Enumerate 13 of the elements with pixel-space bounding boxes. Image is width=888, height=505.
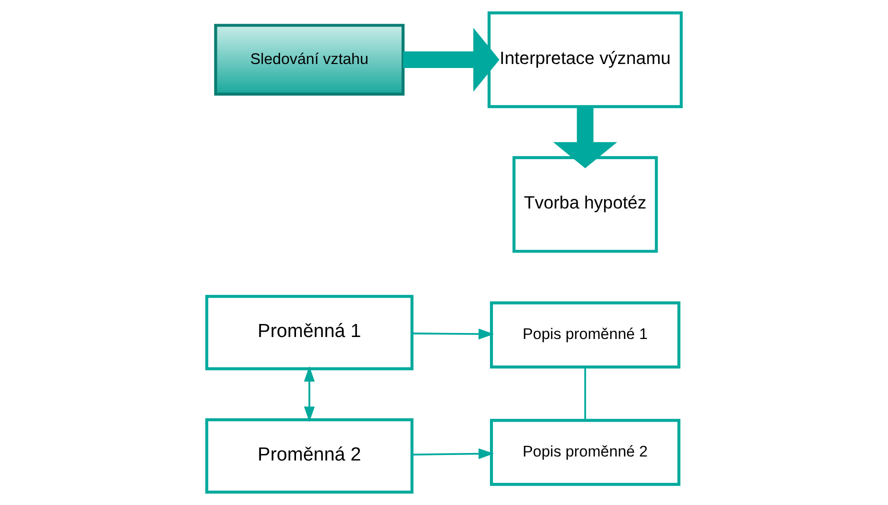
node-box: Proměnná 1	[205, 294, 414, 370]
arrow	[553, 106, 618, 168]
node-box: Interpretace významu	[488, 11, 683, 108]
arrow	[403, 28, 500, 92]
connector	[584, 367, 586, 420]
arrow	[412, 448, 494, 460]
arrow	[304, 366, 315, 422]
node-box: Tvorba hypotéz	[512, 156, 658, 253]
node-box: Popis proměnné 2	[490, 418, 680, 486]
node-box: Popis proměnné 1	[490, 301, 680, 368]
node-box: Proměnná 2	[205, 418, 414, 494]
arrow	[412, 328, 494, 340]
node-box: Sledování vztahu	[214, 24, 405, 96]
